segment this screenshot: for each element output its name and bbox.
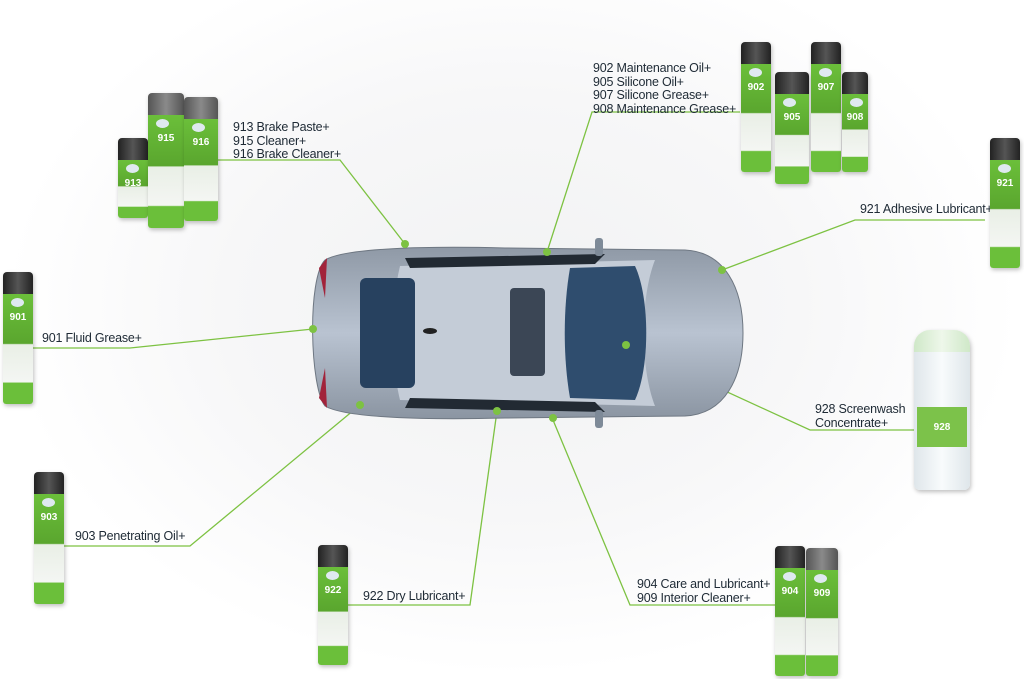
product-can-904: 904: [775, 546, 805, 676]
leader-penetrating: [60, 404, 361, 547]
label-905: 905 Silicone Oil+: [593, 74, 684, 89]
hotspot-adhesive: [718, 266, 726, 274]
label-928-line2: Concentrate+: [815, 415, 888, 430]
rear-window: [360, 278, 415, 388]
product-can-908: 908: [842, 72, 868, 172]
label-brake-group: 913 Brake Paste+ 915 Cleaner+ 916 Brake …: [233, 120, 341, 162]
label-915: 915 Cleaner+: [233, 133, 307, 148]
hotspot-care: [549, 414, 557, 422]
label-928-group: 928 Screenwash Concentrate+: [815, 402, 906, 430]
hotspot-brake: [401, 240, 409, 248]
mirror-left: [595, 238, 603, 256]
product-can-902: 902: [741, 42, 771, 172]
car-top-view: [309, 238, 744, 428]
label-913: 913 Brake Paste+: [233, 120, 330, 134]
product-can-915: 915: [148, 93, 184, 228]
label-903: 903 Penetrating Oil+: [75, 529, 186, 543]
label-904: 904 Care and Lubricant+: [637, 577, 771, 591]
hotspot-dry: [493, 407, 501, 415]
product-can-907: 907: [811, 42, 841, 172]
hotspot-screenwash: [622, 341, 630, 349]
hotspot-penetrating: [356, 401, 364, 409]
sunroof: [510, 288, 545, 376]
leader-adhesive: [721, 219, 985, 271]
hotspots: [309, 240, 726, 422]
mirror-right: [595, 410, 603, 428]
product-can-913: 913: [118, 138, 148, 218]
product-can-909: 909: [806, 548, 838, 676]
leader-dry: [345, 410, 498, 606]
label-928-line1: 928 Screenwash: [815, 402, 906, 416]
leader-maintenance: [546, 111, 740, 253]
label-908: 908 Maintenance Grease+: [593, 101, 737, 116]
leader-brake: [212, 159, 406, 245]
label-907: 907 Silicone Grease+: [593, 88, 709, 102]
antenna: [423, 328, 437, 334]
product-can-901: 901: [3, 272, 33, 404]
product-can-905: 905: [775, 72, 809, 184]
label-921: 921 Adhesive Lubricant+: [860, 202, 993, 216]
product-can-916: 916: [184, 97, 218, 221]
label-901: 901 Fluid Grease+: [42, 331, 142, 345]
label-care-group: 904 Care and Lubricant+ 909 Interior Cle…: [637, 577, 771, 605]
label-922: 922 Dry Lubricant+: [363, 589, 466, 603]
label-909: 909 Interior Cleaner+: [637, 590, 751, 605]
leader-care: [552, 419, 780, 606]
hotspot-fluid: [309, 325, 317, 333]
product-can-922: 922: [318, 545, 348, 665]
hotspot-maintenance: [543, 248, 551, 256]
label-902: 902 Maintenance Oil+: [593, 61, 711, 75]
product-can-903: 903: [34, 472, 64, 604]
product-bottle-928: 928: [914, 330, 970, 490]
windshield: [564, 266, 647, 400]
label-916: 916 Brake Cleaner+: [233, 147, 341, 161]
leader-fluid: [20, 328, 314, 349]
label-maintenance-group: 902 Maintenance Oil+ 905 Silicone Oil+ 9…: [593, 61, 737, 116]
product-can-921: 921: [990, 138, 1020, 268]
